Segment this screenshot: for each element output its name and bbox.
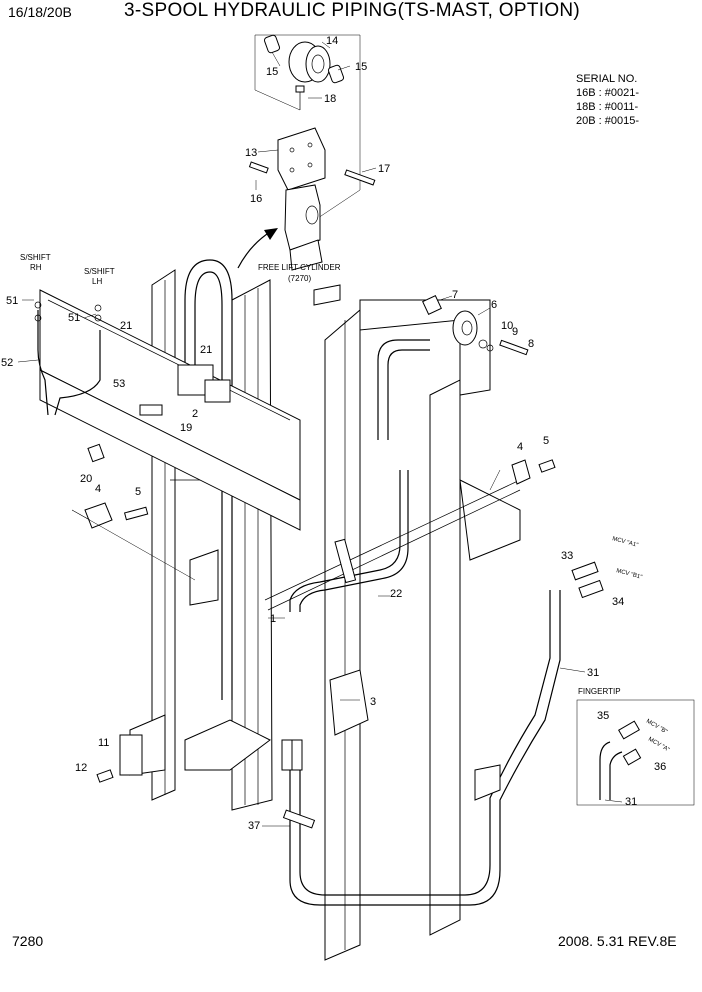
callout-4-right: 4 xyxy=(517,441,523,453)
callout-22: 22 xyxy=(390,588,402,600)
callout-35: 35 xyxy=(597,710,609,722)
callout-9: 9 xyxy=(512,326,518,338)
callout-12: 12 xyxy=(75,762,87,774)
callout-15-right: 15 xyxy=(355,61,367,73)
callout-2: 2 xyxy=(192,408,198,420)
mcv-b1-label: MCV "B1" xyxy=(615,568,642,581)
leader-lines xyxy=(17,41,623,827)
mcv-a1-label: MCV "A1" xyxy=(611,536,638,549)
serial-line-18b: 18B : #0011- xyxy=(576,101,639,113)
callout-20: 20 xyxy=(80,473,92,485)
fingertip-detail-frame xyxy=(576,699,695,806)
callout-16: 16 xyxy=(250,193,262,205)
free-lift-cylinder-label: FREE LIFT CYLINDER xyxy=(258,263,341,272)
callout-18: 18 xyxy=(324,93,336,105)
callout-19: 19 xyxy=(180,422,192,434)
serial-line-20b: 20B : #0015- xyxy=(576,115,639,127)
callout-15-left: 15 xyxy=(266,66,278,78)
sheave-assembly-drawing xyxy=(248,34,376,271)
callout-34: 34 xyxy=(612,596,624,608)
callout-31-main: 31 xyxy=(587,667,599,679)
callout-53: 53 xyxy=(113,378,125,390)
callout-51-right: 51 xyxy=(68,312,80,324)
free-lift-cylinder-number: (7270) xyxy=(288,274,311,283)
sshift-lh-label-line2: LH xyxy=(92,277,102,286)
callout-17: 17 xyxy=(378,163,390,175)
callout-10: 10 xyxy=(501,320,513,332)
callout-11: 11 xyxy=(98,737,109,749)
carriage-drawing xyxy=(34,289,301,531)
callout-33: 33 xyxy=(561,550,573,562)
callout-8: 8 xyxy=(528,338,534,350)
sshift-rh-label-line2: RH xyxy=(30,263,42,272)
sshift-rh-label-line1: S/SHIFT xyxy=(20,253,51,262)
callout-7: 7 xyxy=(452,289,458,301)
serial-line-16b: 16B : #0021- xyxy=(576,87,639,99)
mcv-b-label: MCV "B" xyxy=(645,719,668,736)
sshift-lh-label-line1: S/SHIFT xyxy=(84,267,115,276)
serial-number-block: SERIAL NO. 16B : #0021- 18B : #0011- 20B… xyxy=(576,72,639,128)
mcv-a-label: MCV "A" xyxy=(647,737,670,754)
page-title: 3-SPOOL HYDRAULIC PIPING(TS-MAST, OPTION… xyxy=(124,0,581,21)
model-code: 16/18/20B xyxy=(8,4,72,20)
page-number: 7280 xyxy=(12,933,44,949)
callout-5-right: 5 xyxy=(543,435,549,447)
callout-5-left: 5 xyxy=(135,486,141,498)
inner-mast-drawing xyxy=(264,299,561,961)
callout-21-left: 21 xyxy=(120,320,132,332)
callout-6: 6 xyxy=(491,299,497,311)
outer-mast-drawing xyxy=(129,259,273,811)
callout-37: 37 xyxy=(248,820,260,832)
callout-31-fingertip: 31 xyxy=(625,796,637,808)
callout-51-left: 51 xyxy=(6,295,18,307)
callout-3: 3 xyxy=(370,696,376,708)
callout-13: 13 xyxy=(245,147,257,159)
callout-14: 14 xyxy=(326,35,338,47)
revision-date: 2008. 5.31 REV.8E xyxy=(558,933,677,949)
serial-heading: SERIAL NO. xyxy=(576,73,638,85)
callout-1: 1 xyxy=(270,613,276,625)
fingertip-detail-drawing xyxy=(599,720,642,800)
callout-4-left: 4 xyxy=(95,483,101,495)
callout-52: 52 xyxy=(1,357,13,369)
fingertip-label: FINGERTIP xyxy=(578,687,621,696)
callout-36: 36 xyxy=(654,761,666,773)
callout-21-right: 21 xyxy=(200,344,212,356)
